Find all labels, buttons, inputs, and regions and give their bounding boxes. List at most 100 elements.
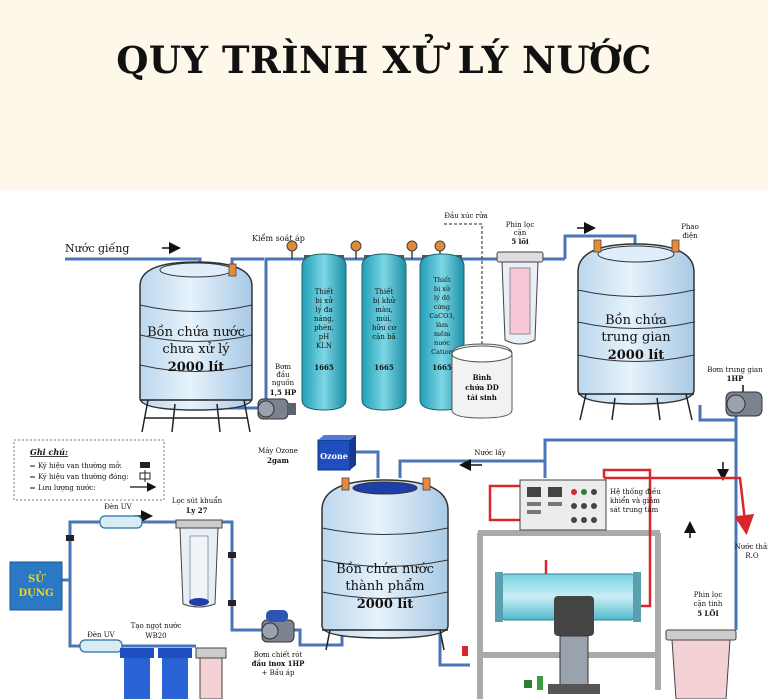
mineral-l1: Tạo ngọt nước [131,622,182,630]
usage-l1: SỬ [28,572,46,585]
mid-tank-name-1: Bồn chứa [605,312,667,328]
uv-lamp-2: Đèn UV [79,631,123,653]
bacteria-l2: Ly 27 [187,506,208,515]
pressure-gauges [286,240,446,259]
intermediate-pump: Bơm trung gian 1HP [707,366,763,417]
uv-lamp-1: Đèn UV [99,503,143,529]
filter2-l3: màu, [375,305,393,314]
filter3-model: 1665 [432,363,452,372]
uv1-label: Đèn UV [104,503,132,511]
ro-frame [477,530,661,699]
filter3-l9: Cation [431,348,453,356]
ozone-machine-l2: 2gam [267,456,289,465]
filter3-l5: CaCO3, [429,312,454,320]
sediment-l2: cặn [514,229,527,237]
filter2-l2: bị khử [373,296,396,305]
ro-valves [462,646,543,690]
final-tank-name-2: thành phẩm [345,578,424,594]
filter2-l5: hữu cơ [372,324,397,332]
filter1-l5: phèn, [314,324,334,332]
final-tank-capacity: 2000 lít [357,597,414,612]
finished-water-tank: Bồn chứa nước thành phẩm 2000 lít [321,477,449,651]
filter3-l7: mềm [434,329,450,338]
pipe-valves [66,535,236,606]
pressure-control-label: Kiểm soát áp [252,234,305,243]
fine-filter-l1: Phin lọc [694,591,723,599]
uv2-label: Đèn UV [87,631,115,639]
filter3-l3: lý độ [434,294,450,302]
mid-pump-l1: Bơm trung gian [707,366,763,374]
float-valve-l2: điện [682,232,698,240]
control-l1: Hệ thống điều [610,487,661,496]
legend-item-1: Ký hiệu van thường mở: [38,461,122,470]
mid-tank-name-2: trung gian [601,330,671,345]
usage-l2: DỤNG [18,588,53,599]
mineral-l2: WB20 [145,632,166,640]
sediment-l1: Phin lọc [506,221,535,229]
legend-title: Ghi chú: [30,447,68,457]
filter3-l6: làm [436,320,448,329]
ozone-machine-l1: Máy Ozone [258,447,298,455]
filling-pump-l3: + Bầu áp [262,668,295,677]
title-banner [0,0,768,190]
legend-item-3: Lưu lượng nước: [38,484,96,492]
filter1-l6: pH [319,333,330,341]
ro-waste-l2: R.O [745,552,758,560]
ozone-label: Ozone [320,451,348,461]
backwash-line: Đầu xúc rửa [444,211,488,350]
filter1-l4: năng, [314,315,334,323]
filter1-l3: lý đa [315,306,332,314]
float-valve-l1: Phao [681,223,699,231]
final-tank-name-1: Bồn chứa nước [336,561,434,577]
filter1-l7: KLN [316,342,332,350]
brine-tank: Bình chứa DD tái sinh [451,343,513,419]
filter3-l2: bị xử [434,284,451,293]
filter3-l1: Thiết [433,275,451,284]
brine-l1: Bình [473,373,492,382]
brine-l2: chứa DD [465,383,499,392]
intermediate-tank: Bồn chứa trung gian 2000 lít [577,239,695,421]
filter-column-1: Thiết bị xử lý đa năng, phèn, pH KLN 166… [301,253,347,411]
filter3-l8: nước [434,339,450,347]
filter1-model: 1665 [314,363,334,372]
filter1-l1: Thiết [315,287,334,296]
raw-water-tank: Bồn chứa nước chưa xử lý 2000 lít [139,261,253,433]
mid-tank-capacity: 2000 lít [608,348,665,363]
filling-pump-l1: Bơm chiết rót [254,650,303,659]
valve-open-icon [140,462,150,468]
bacteria-l1: Lọc sút khuẩn [172,496,223,505]
filter2-l4: mùi, [376,315,392,323]
ro-waste-l1: Nước thải [735,542,768,551]
source-pump: Bơm đầu nguồn 1,5 HP [257,363,297,420]
raw-tank-name-2: chưa xử lý [162,342,230,357]
sediment-filter: Phin lọc cặn 5 lõi [496,221,544,345]
filter2-l1: Thiết [375,287,394,296]
backwash-label: Đầu xúc rửa [444,211,487,220]
filter3-l4: cứng [434,303,450,311]
raw-tank-capacity: 2000 lít [168,360,225,375]
source-pump-l3: nguồn [272,378,295,387]
control-l3: sát trung tâm [610,506,659,514]
filling-pump: Bơm chiết rót đầu inox 1HP + Bầu áp [252,610,305,677]
raw-tank-name-1: Bồn chứa nước [147,324,245,340]
ozone-machine: Ozone Máy Ozone 2gam [258,435,356,471]
filter2-l6: cặn bã [372,333,395,341]
mineral-filters: Tạo ngọt nước WB20 [120,622,227,699]
valve-closed-icon [139,470,151,482]
mid-pump-l2: 1HP [727,374,744,383]
bacteria-filter: Lọc sút khuẩn Ly 27 [172,496,223,608]
sediment-l3: 5 lõi [511,237,529,246]
legend-box: Ghi chú: Ký hiệu van thường mở: Ký hiệu … [13,439,165,501]
pipes-bottom [62,440,738,667]
source-pump-l1: Bơm [275,363,291,371]
well-water-label: Nước giếng [65,242,129,255]
brine-l3: tái sinh [467,393,497,402]
source-pump-l2: đầu [276,370,290,379]
control-l2: khiển và giám [610,496,660,505]
return-water-label: Nước lấy [474,448,506,457]
fine-filter-l2: cặn tinh [694,600,723,608]
filter-column-2: Thiết bị khử màu, mùi, hữu cơ cặn bã 166… [361,253,407,411]
legend-item-2: Ký hiệu van thường đóng: [38,473,129,481]
usage-box: SỬ DỤNG [9,561,63,611]
